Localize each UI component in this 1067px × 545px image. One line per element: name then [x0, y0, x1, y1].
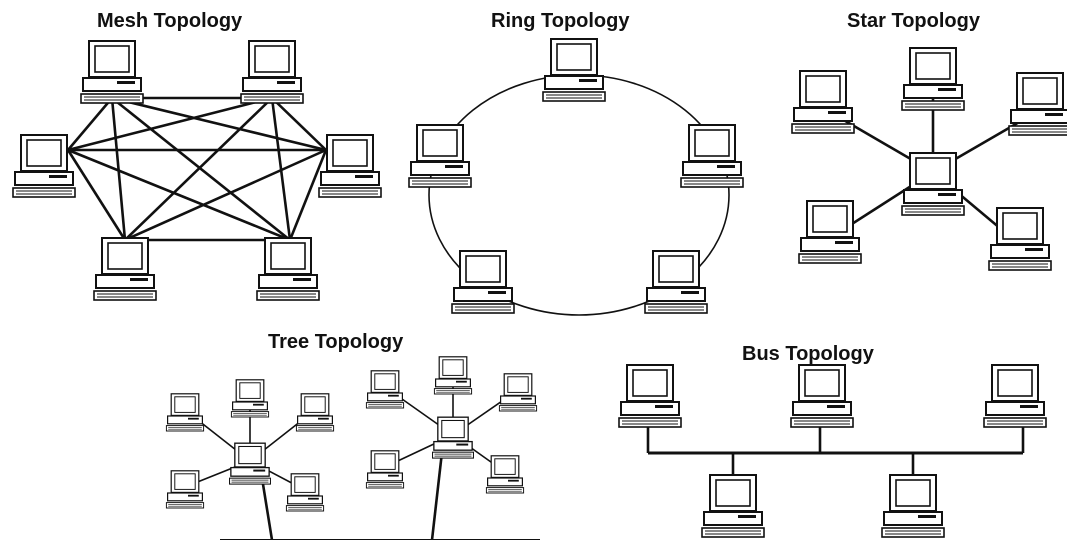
computer-icon [93, 237, 157, 301]
mesh-link [124, 97, 273, 241]
computer-icon [80, 40, 144, 104]
computer-icon [365, 450, 405, 489]
computer-icon [498, 373, 538, 412]
star-topology-title: Star Topology [847, 10, 980, 32]
computer-icon [228, 442, 272, 485]
computer-icon [901, 47, 965, 111]
computer-icon [983, 364, 1047, 428]
computer-icon [798, 200, 862, 264]
computer-icon [644, 250, 708, 314]
computer-icon [230, 379, 270, 418]
mesh-topology-title: Mesh Topology [97, 10, 243, 32]
computer-icon [285, 473, 325, 512]
bus-topology-title: Bus Topology [742, 343, 874, 365]
tree-trunk [430, 451, 444, 541]
computer-icon [485, 455, 525, 494]
computer-icon [680, 124, 744, 188]
ring-topology-title: Ring Topology [491, 10, 630, 32]
mesh-link [288, 149, 328, 241]
computer-icon [295, 393, 335, 432]
mesh-link [110, 97, 127, 241]
computer-icon [451, 250, 515, 314]
computer-icon [12, 134, 76, 198]
mesh-link [67, 97, 113, 151]
computer-icon [318, 134, 382, 198]
computer-icon [901, 152, 965, 216]
computer-icon [790, 364, 854, 428]
computer-icon [618, 364, 682, 428]
mesh-link [66, 149, 127, 241]
mesh-link [111, 96, 327, 152]
computer-icon [165, 470, 205, 509]
mesh-link [271, 97, 327, 151]
computer-icon [431, 416, 475, 459]
computer-icon [988, 207, 1052, 271]
tree-trunk [260, 477, 274, 541]
computer-icon [1008, 72, 1067, 136]
computer-icon [165, 393, 205, 432]
computer-icon [240, 40, 304, 104]
computer-icon [365, 370, 405, 409]
computer-icon [433, 356, 473, 395]
computer-icon [256, 237, 320, 301]
computer-icon [791, 70, 855, 134]
tree-topology-title: Tree Topology [268, 331, 404, 353]
mesh-link [67, 96, 273, 152]
mesh-link [124, 148, 327, 242]
mesh-link [111, 96, 291, 242]
computer-icon [881, 474, 945, 538]
mesh-link [67, 148, 291, 242]
computer-icon [542, 38, 606, 102]
computer-icon [408, 124, 472, 188]
computer-icon [701, 474, 765, 538]
